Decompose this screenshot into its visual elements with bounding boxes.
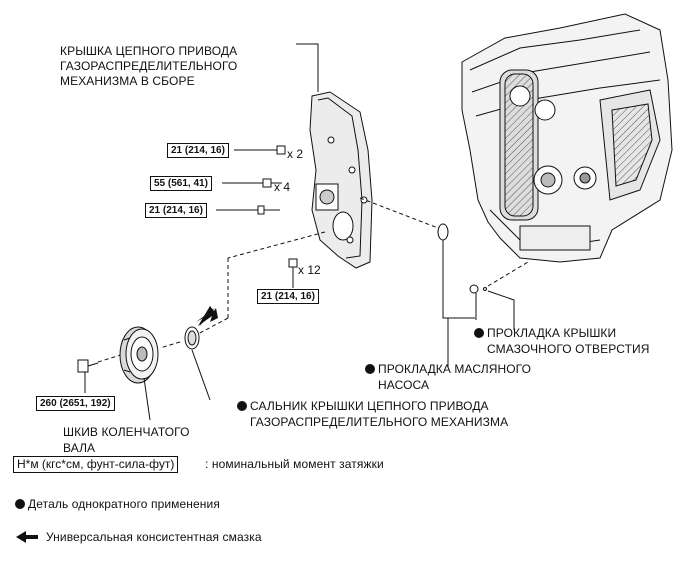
engine-illustration: [461, 13, 673, 263]
one-time-part-icon: [474, 328, 484, 338]
oil-seal-label-line1: САЛЬНИК КРЫШКИ ЦЕПНОГО ПРИВОДА: [237, 399, 489, 414]
oil-seal-label-line2: ГАЗОРАСПРЕДЕЛИТЕЛЬНОГО МЕХАНИЗМА: [250, 415, 509, 429]
pulley-label-line1: ШКИВ КОЛЕНЧАТОГО: [63, 425, 190, 439]
cover-label-line2: ГАЗОРАСПРЕДЕЛИТЕЛЬНОГО: [60, 59, 238, 73]
torque-units-legend: Н*м (кгс*см, фунт-сила-фут): [13, 456, 179, 473]
one-time-part-legend-text: Деталь однократного применения: [28, 497, 220, 511]
quantity-label-3: x 12: [298, 263, 321, 277]
cover-label-line1: КРЫШКА ЦЕПНОГО ПРИВОДА: [60, 44, 238, 58]
oil-pump-gasket: [437, 223, 449, 241]
torque-spec-3: 21 (214, 16): [145, 203, 207, 218]
one-time-part-icon: [237, 401, 247, 411]
timing-cover-illustration: [309, 91, 373, 269]
oil-pump-gasket-label-line1: ПРОКЛАДКА МАСЛЯНОГО: [365, 362, 531, 377]
torque-spec-4: 21 (214, 16): [257, 289, 319, 304]
torque-leaders: [84, 149, 294, 393]
assembly-axes: [97, 197, 529, 363]
oil-pump-gasket-label-line2: НАСОСА: [378, 378, 430, 392]
quantity-label-2: x 4: [274, 180, 291, 194]
crankshaft-pulley: [119, 326, 159, 384]
torque-spec-5: 260 (2651, 192): [36, 396, 115, 411]
cover-bolts: [257, 145, 298, 268]
one-time-part-icon: [15, 499, 25, 509]
callout-leaders: [143, 43, 515, 421]
grease-legend-text: Универсальная консистентная смазка: [46, 530, 262, 544]
oil-hole-gasket: [469, 284, 479, 294]
oil-hole-gasket-small: [483, 287, 487, 291]
oil-pump-gasket-label-text: ПРОКЛАДКА МАСЛЯНОГО: [378, 362, 532, 376]
quantity-label-1: x 2: [287, 147, 304, 161]
one-time-part-icon: [365, 364, 375, 374]
oil-seal-label-text: САЛЬНИК КРЫШКИ ЦЕПНОГО ПРИВОДА: [250, 399, 489, 413]
legend-grease-arrow-icon: [16, 531, 38, 543]
grease-arrow-icon-body: [196, 308, 215, 327]
cover-label-line3: МЕХАНИЗМА В СБОРЕ: [60, 74, 195, 88]
oil-hole-gasket-label-line2: СМАЗОЧНОГО ОТВЕРСТИЯ: [487, 342, 650, 356]
torque-spec-1: 21 (214, 16): [167, 143, 229, 158]
torque-units-description: : номинальный момент затяжки: [205, 457, 384, 471]
pulley-bolt: [77, 359, 99, 373]
oil-hole-gasket-label-text: ПРОКЛАДКА КРЫШКИ: [487, 326, 617, 340]
torque-spec-2: 55 (561, 41): [150, 176, 212, 191]
one-time-part-legend: Деталь однократного применения: [15, 497, 220, 512]
oil-seal: [184, 326, 200, 350]
oil-hole-gasket-label-line1: ПРОКЛАДКА КРЫШКИ: [474, 326, 616, 341]
pulley-label-line2: ВАЛА: [63, 441, 96, 455]
